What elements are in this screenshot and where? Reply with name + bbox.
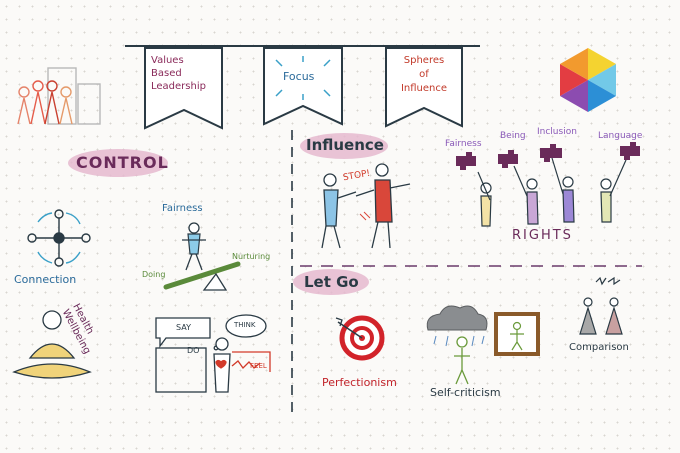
- do-label: DO: [187, 346, 200, 355]
- control-highlight: [68, 149, 168, 177]
- doing-label: Doing: [142, 270, 166, 279]
- self-criticism-label: Self-criticism: [430, 386, 501, 399]
- banner-line: Influence: [400, 83, 448, 94]
- picture-frame-icon: [494, 312, 540, 356]
- logo-hexagon: [560, 48, 616, 112]
- raincloud-icon: [426, 305, 488, 385]
- letgo-title: Let Go: [304, 273, 359, 291]
- banner-spheres: [385, 47, 463, 128]
- banner-line: of: [419, 69, 429, 80]
- rights-label: RIGHTS: [512, 228, 573, 243]
- banner-line: Leadership: [151, 81, 206, 92]
- target-icon: [335, 315, 385, 361]
- banner-focus-text: Focus: [283, 70, 315, 83]
- comparison-icon: [579, 276, 623, 335]
- empathy-map-icon: [155, 314, 271, 393]
- connection-label: Connection: [14, 273, 77, 286]
- control-title: CONTROL: [76, 153, 169, 172]
- value-being-label: Being: [500, 131, 526, 141]
- banner-focus: [263, 47, 343, 126]
- letgo-highlight: [293, 269, 369, 295]
- focus-rays: [275, 56, 331, 100]
- team-illustration: [17, 67, 101, 125]
- nurturing-label: Nurturing: [232, 252, 271, 261]
- banner-line: Based: [151, 68, 182, 79]
- connection-icon: [27, 209, 91, 267]
- perfectionism-label: Perfectionism: [322, 376, 397, 389]
- banner-line: Values: [151, 55, 184, 66]
- value-fairness-label: Fairness: [445, 139, 482, 149]
- banner-spheres-text: Spheres of Influence: [396, 54, 452, 96]
- value-inclusion-label: Inclusion: [537, 127, 577, 137]
- comparison-label: Comparison: [569, 342, 629, 353]
- influence-highlight: [300, 133, 388, 159]
- think-label: THINK: [234, 321, 256, 329]
- banner-line: Spheres: [403, 55, 445, 66]
- rights-figures: [456, 142, 640, 227]
- stop-push-illustration: [321, 163, 411, 249]
- influence-title: Influence: [306, 136, 384, 154]
- value-language-label: Language: [598, 131, 643, 141]
- seesaw-icon: [163, 222, 241, 291]
- meditation-figure-icon: [12, 310, 92, 379]
- say-label: SAY: [176, 323, 191, 332]
- banner-values-based-text: Values Based Leadership: [151, 54, 206, 93]
- seesaw-fairness-label: Fairness: [162, 203, 203, 214]
- banner-values-based: [144, 47, 223, 130]
- feel-label: FEEL: [250, 362, 267, 370]
